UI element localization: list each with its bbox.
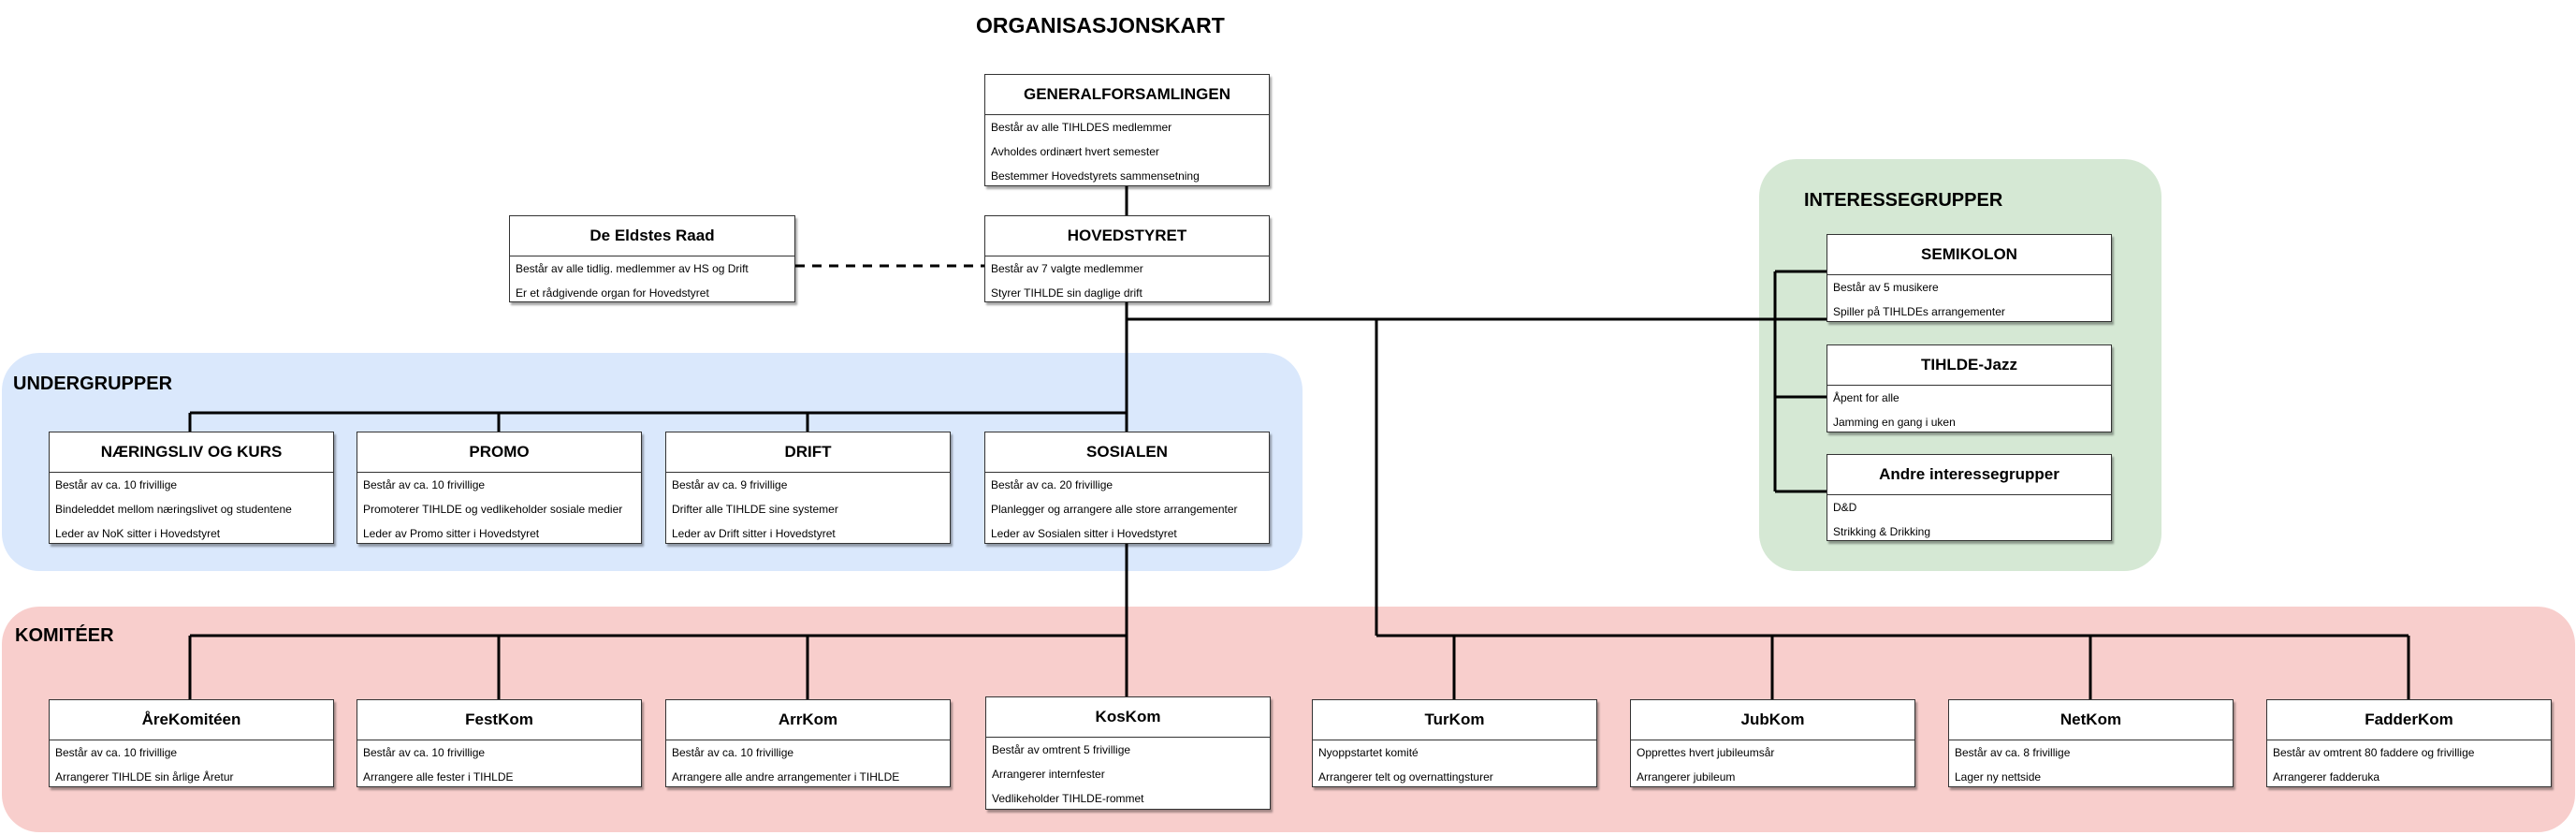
box-title: TIHLDE-Jazz [1827,345,2111,386]
page-title: ORGANISASJONSKART [976,13,1225,37]
box-line: Består av omtrent 5 frivillige [992,743,1131,756]
box-title: KosKom [986,697,1270,738]
box-turkom: TurKom Nyoppstartet komité Arrangerer te… [1312,699,1597,787]
box-line: Arrangerer fadderuka [2273,770,2380,784]
box-line: Består av ca. 10 frivillige [55,746,178,759]
box-line: Arrangerer internfester [992,768,1105,781]
box-title: DRIFT [666,432,950,473]
box-title: NetKom [1949,700,2233,740]
box-line: Opprettes hvert jubileumsår [1637,746,1775,759]
box-line: Avholdes ordinært hvert semester [991,145,1159,158]
box-line: Jamming en gang i uken [1833,416,1956,429]
box-koskom: KosKom Består av omtrent 5 frivillige Ar… [985,696,1271,810]
box-line: Består av ca. 9 frivillige [672,478,788,491]
box-generalforsamlingen: GENERALFORSAMLINGEN Består av alle TIHLD… [984,74,1270,186]
box-line: Består av 5 musikere [1833,281,1939,294]
box-title: ArrKom [666,700,950,740]
box-line: Leder av Promo sitter i Hovedstyret [363,527,540,540]
box-hovedstyret: HOVEDSTYRET Består av 7 valgte medlemmer… [984,215,1270,302]
komiteer-title: KOMITÉER [15,625,114,646]
box-title: NÆRINGSLIV OG KURS [50,432,333,473]
box-line: Nyoppstartet komité [1318,746,1419,759]
box-title: Andre interessegrupper [1827,455,2111,495]
box-line: Arrangerer jubileum [1637,770,1736,784]
box-title: PROMO [357,432,641,473]
box-title: JubKom [1631,700,1914,740]
box-line: Består av ca. 10 frivillige [363,478,486,491]
box-title: HOVEDSTYRET [985,216,1269,256]
box-naeringsliv-og-kurs: NÆRINGSLIV OG KURS Består av ca. 10 friv… [49,432,334,544]
undergrupper-title: UNDERGRUPPER [13,374,173,394]
box-title: TurKom [1313,700,1596,740]
box-line: Promoterer TIHLDE og vedlikeholder sosia… [363,503,623,516]
box-line: Består av ca. 8 frivillige [1955,746,2071,759]
box-line: Åpent for alle [1833,391,1899,404]
box-line: Styrer TIHLDE sin daglige drift [991,286,1142,300]
box-line: Består av alle TIHLDES medlemmer [991,121,1172,134]
box-line: Leder av NoK sitter i Hovedstyret [55,527,221,540]
box-andre-interessegrupper: Andre interessegrupper D&D Strikking & D… [1826,454,2112,541]
box-title: SOSIALEN [985,432,1269,473]
box-title: SEMIKOLON [1827,235,2111,275]
box-title: ÅreKomitéen [50,700,333,740]
box-line: Arrangerer TIHLDE sin årlige Åretur [55,770,234,784]
box-line: Leder av Drift sitter i Hovedstyret [672,527,836,540]
box-line: Drifter alle TIHLDE sine systemer [672,503,838,516]
box-line: Arrangere alle andre arrangementer i TIH… [672,770,900,784]
box-sosialen: SOSIALEN Består av ca. 20 frivillige Pla… [984,432,1270,544]
box-line: Strikking & Drikking [1833,525,1931,538]
box-title: FadderKom [2267,700,2551,740]
box-line: D&D [1833,501,1857,514]
box-netkom: NetKom Består av ca. 8 frivillige Lager … [1948,699,2234,787]
box-line: Består av alle tidlig. medlemmer av HS o… [516,262,749,275]
box-line: Består av omtrent 80 faddere og frivilli… [2273,746,2475,759]
box-title: De Eldstes Raad [510,216,794,256]
box-line: Arrangerer telt og overnattingsturer [1318,770,1493,784]
box-line: Består av ca. 10 frivillige [363,746,486,759]
box-line: Bestemmer Hovedstyrets sammensetning [991,169,1200,183]
box-line: Spiller på TIHLDEs arrangementer [1833,305,2005,318]
box-arekomiteen: ÅreKomitéen Består av ca. 10 frivillige … [49,699,334,787]
box-drift: DRIFT Består av ca. 9 frivillige Drifter… [665,432,951,544]
box-tihlde-jazz: TIHLDE-Jazz Åpent for alle Jamming en ga… [1826,344,2112,432]
box-line: Er et rådgivende organ for Hovedstyret [516,286,709,300]
box-line: Leder av Sosialen sitter i Hovedstyret [991,527,1177,540]
box-promo: PROMO Består av ca. 10 frivillige Promot… [357,432,642,544]
box-eldstes-raad: De Eldstes Raad Består av alle tidlig. m… [509,215,795,302]
box-semikolon: SEMIKOLON Består av 5 musikere Spiller p… [1826,234,2112,322]
box-title: FestKom [357,700,641,740]
box-line: Består av ca. 10 frivillige [55,478,178,491]
box-festkom: FestKom Består av ca. 10 frivillige Arra… [357,699,642,787]
box-line: Består av ca. 10 frivillige [672,746,794,759]
box-line: Vedlikeholder TIHLDE-rommet [992,792,1144,805]
interessegrupper-title: INTERESSEGRUPPER [1804,190,2003,211]
box-line: Består av 7 valgte medlemmer [991,262,1143,275]
box-line: Lager ny nettside [1955,770,2042,784]
box-arrkom: ArrKom Består av ca. 10 frivillige Arran… [665,699,951,787]
box-title: GENERALFORSAMLINGEN [985,75,1269,115]
box-line: Består av ca. 20 frivillige [991,478,1113,491]
box-fadderkom: FadderKom Består av omtrent 80 faddere o… [2266,699,2552,787]
box-line: Planlegger og arrangere alle store arran… [991,503,1238,516]
box-line: Bindeleddet mellom næringslivet og stude… [55,503,292,516]
box-line: Arrangere alle fester i TIHLDE [363,770,514,784]
box-jubkom: JubKom Opprettes hvert jubileumsår Arran… [1630,699,1915,787]
